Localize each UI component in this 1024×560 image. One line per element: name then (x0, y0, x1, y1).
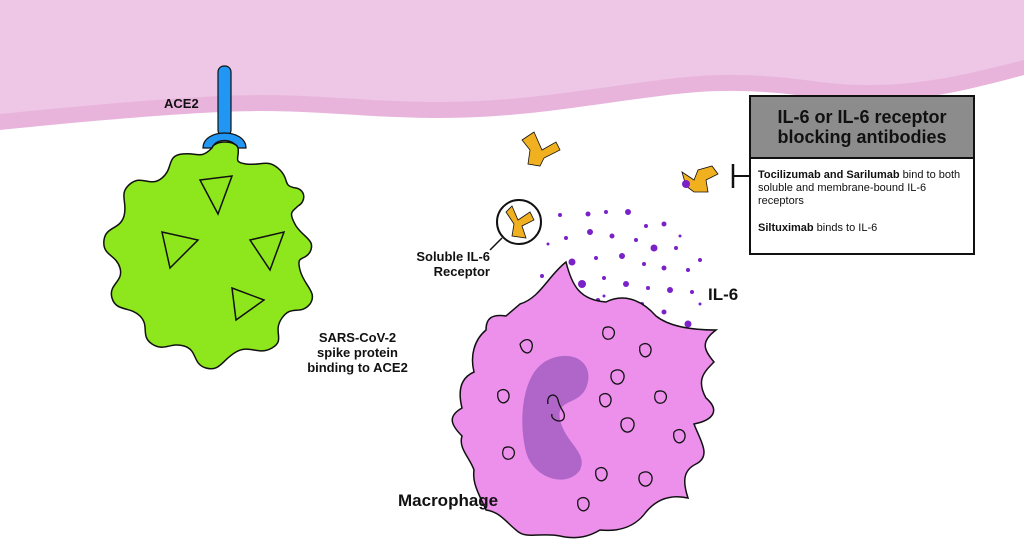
info-box-title: IL-6 or IL-6 receptor blocking antibodie… (751, 97, 973, 159)
il6-particle (609, 233, 615, 239)
il6-particle (625, 209, 631, 215)
il6-particle (564, 236, 568, 240)
il6-particle (661, 221, 667, 227)
info-text-2: binds to IL-6 (813, 222, 878, 234)
virus-spike-spot (248, 230, 286, 272)
il6-particle (661, 265, 667, 271)
il6-particle (690, 290, 694, 294)
ace2-receptor-icon (202, 65, 247, 149)
soluble-il6-receptor-icon (489, 199, 542, 251)
il6-particle (619, 253, 625, 259)
il6-particle (594, 256, 598, 260)
cell-membrane-inner (0, 0, 1024, 114)
il6-particle (698, 302, 702, 306)
il6-particle (678, 234, 682, 238)
il6-particle (568, 258, 576, 266)
macrophage-icon (451, 260, 719, 539)
il6-particle (686, 268, 690, 272)
macrophage-vesicle (599, 392, 612, 408)
soluble-il6-receptor-label: Soluble IL-6 Receptor (400, 249, 490, 279)
virus-spike-spot (231, 286, 266, 322)
il6-particle (587, 229, 593, 235)
macrophage-vesicle (620, 417, 635, 433)
macrophage-vesicle (577, 496, 590, 512)
macrophage-vesicle (610, 369, 625, 385)
il6-particle (650, 244, 658, 252)
info-paragraph-tocilizumab: Tocilizumab and Sarilumab bind to both s… (758, 169, 966, 208)
info-title-line-2: blocking antibodies (777, 127, 947, 147)
macrophage-vesicle (595, 466, 608, 482)
soluble-label-line-2: Receptor (433, 264, 490, 279)
il6-particle (674, 246, 678, 250)
il6-particle (604, 210, 608, 214)
il6-particle (698, 258, 702, 262)
ace2-label: ACE2 (164, 96, 199, 111)
soluble-label-line-1: Soluble IL-6 (416, 249, 490, 264)
sars-cov-2-label: SARS-CoV-2 spike protein binding to ACE2 (305, 330, 410, 375)
sars-label-line-1: SARS-CoV-2 (318, 330, 397, 345)
il6-particle (585, 211, 591, 217)
il6-particle (642, 262, 646, 266)
info-text-1: bind to both soluble and membrane-bound … (758, 169, 961, 207)
macrophage-vesicle (602, 326, 616, 340)
il6-particle (634, 238, 638, 242)
il6-particle (578, 280, 586, 288)
sars-cov-2-virus-icon (103, 141, 314, 370)
virus-spike-spot (161, 231, 200, 270)
macrophage-vesicle (673, 428, 686, 444)
il6-receptor-bound-icon (681, 165, 719, 193)
sars-label-line-2: spike protein (317, 345, 398, 360)
il6-particle (540, 274, 544, 278)
virus-spike-spot (198, 175, 234, 216)
inhibition-bar-icon (731, 164, 750, 188)
info-paragraph-siltuximab: Siltuximab binds to IL-6 (758, 222, 966, 235)
macrophage-vesicle (519, 339, 533, 354)
il6-particle (684, 320, 692, 328)
macrophage-vesicle (654, 390, 668, 404)
il6-particle (667, 287, 673, 293)
macrophage-label: Macrophage (398, 491, 499, 510)
il6-particle (602, 276, 606, 280)
macrophage-vesicle (639, 342, 652, 358)
il6-particle (602, 294, 606, 298)
info-drug-names-1: Tocilizumab and Sarilumab (758, 169, 900, 181)
il6-particle (558, 213, 562, 217)
il6-particle (623, 281, 629, 287)
sars-label-line-3: binding to ACE2 (307, 360, 408, 375)
info-drug-names-2: Siltuximab (758, 222, 814, 234)
macrophage-vesicle (638, 471, 653, 487)
info-title-line-1: IL-6 or IL-6 receptor (777, 107, 947, 127)
antibody-info-box: IL-6 or IL-6 receptor blocking antibodie… (749, 95, 975, 255)
il6-particle (646, 286, 650, 290)
macrophage-vesicle (502, 446, 516, 460)
il6-receptor-icon (521, 131, 561, 167)
il6-label: IL-6 (708, 285, 739, 304)
macrophage-vesicle (497, 388, 510, 404)
il6-particle (546, 242, 550, 246)
il6-particle (644, 224, 648, 228)
il6-particle (661, 309, 667, 315)
